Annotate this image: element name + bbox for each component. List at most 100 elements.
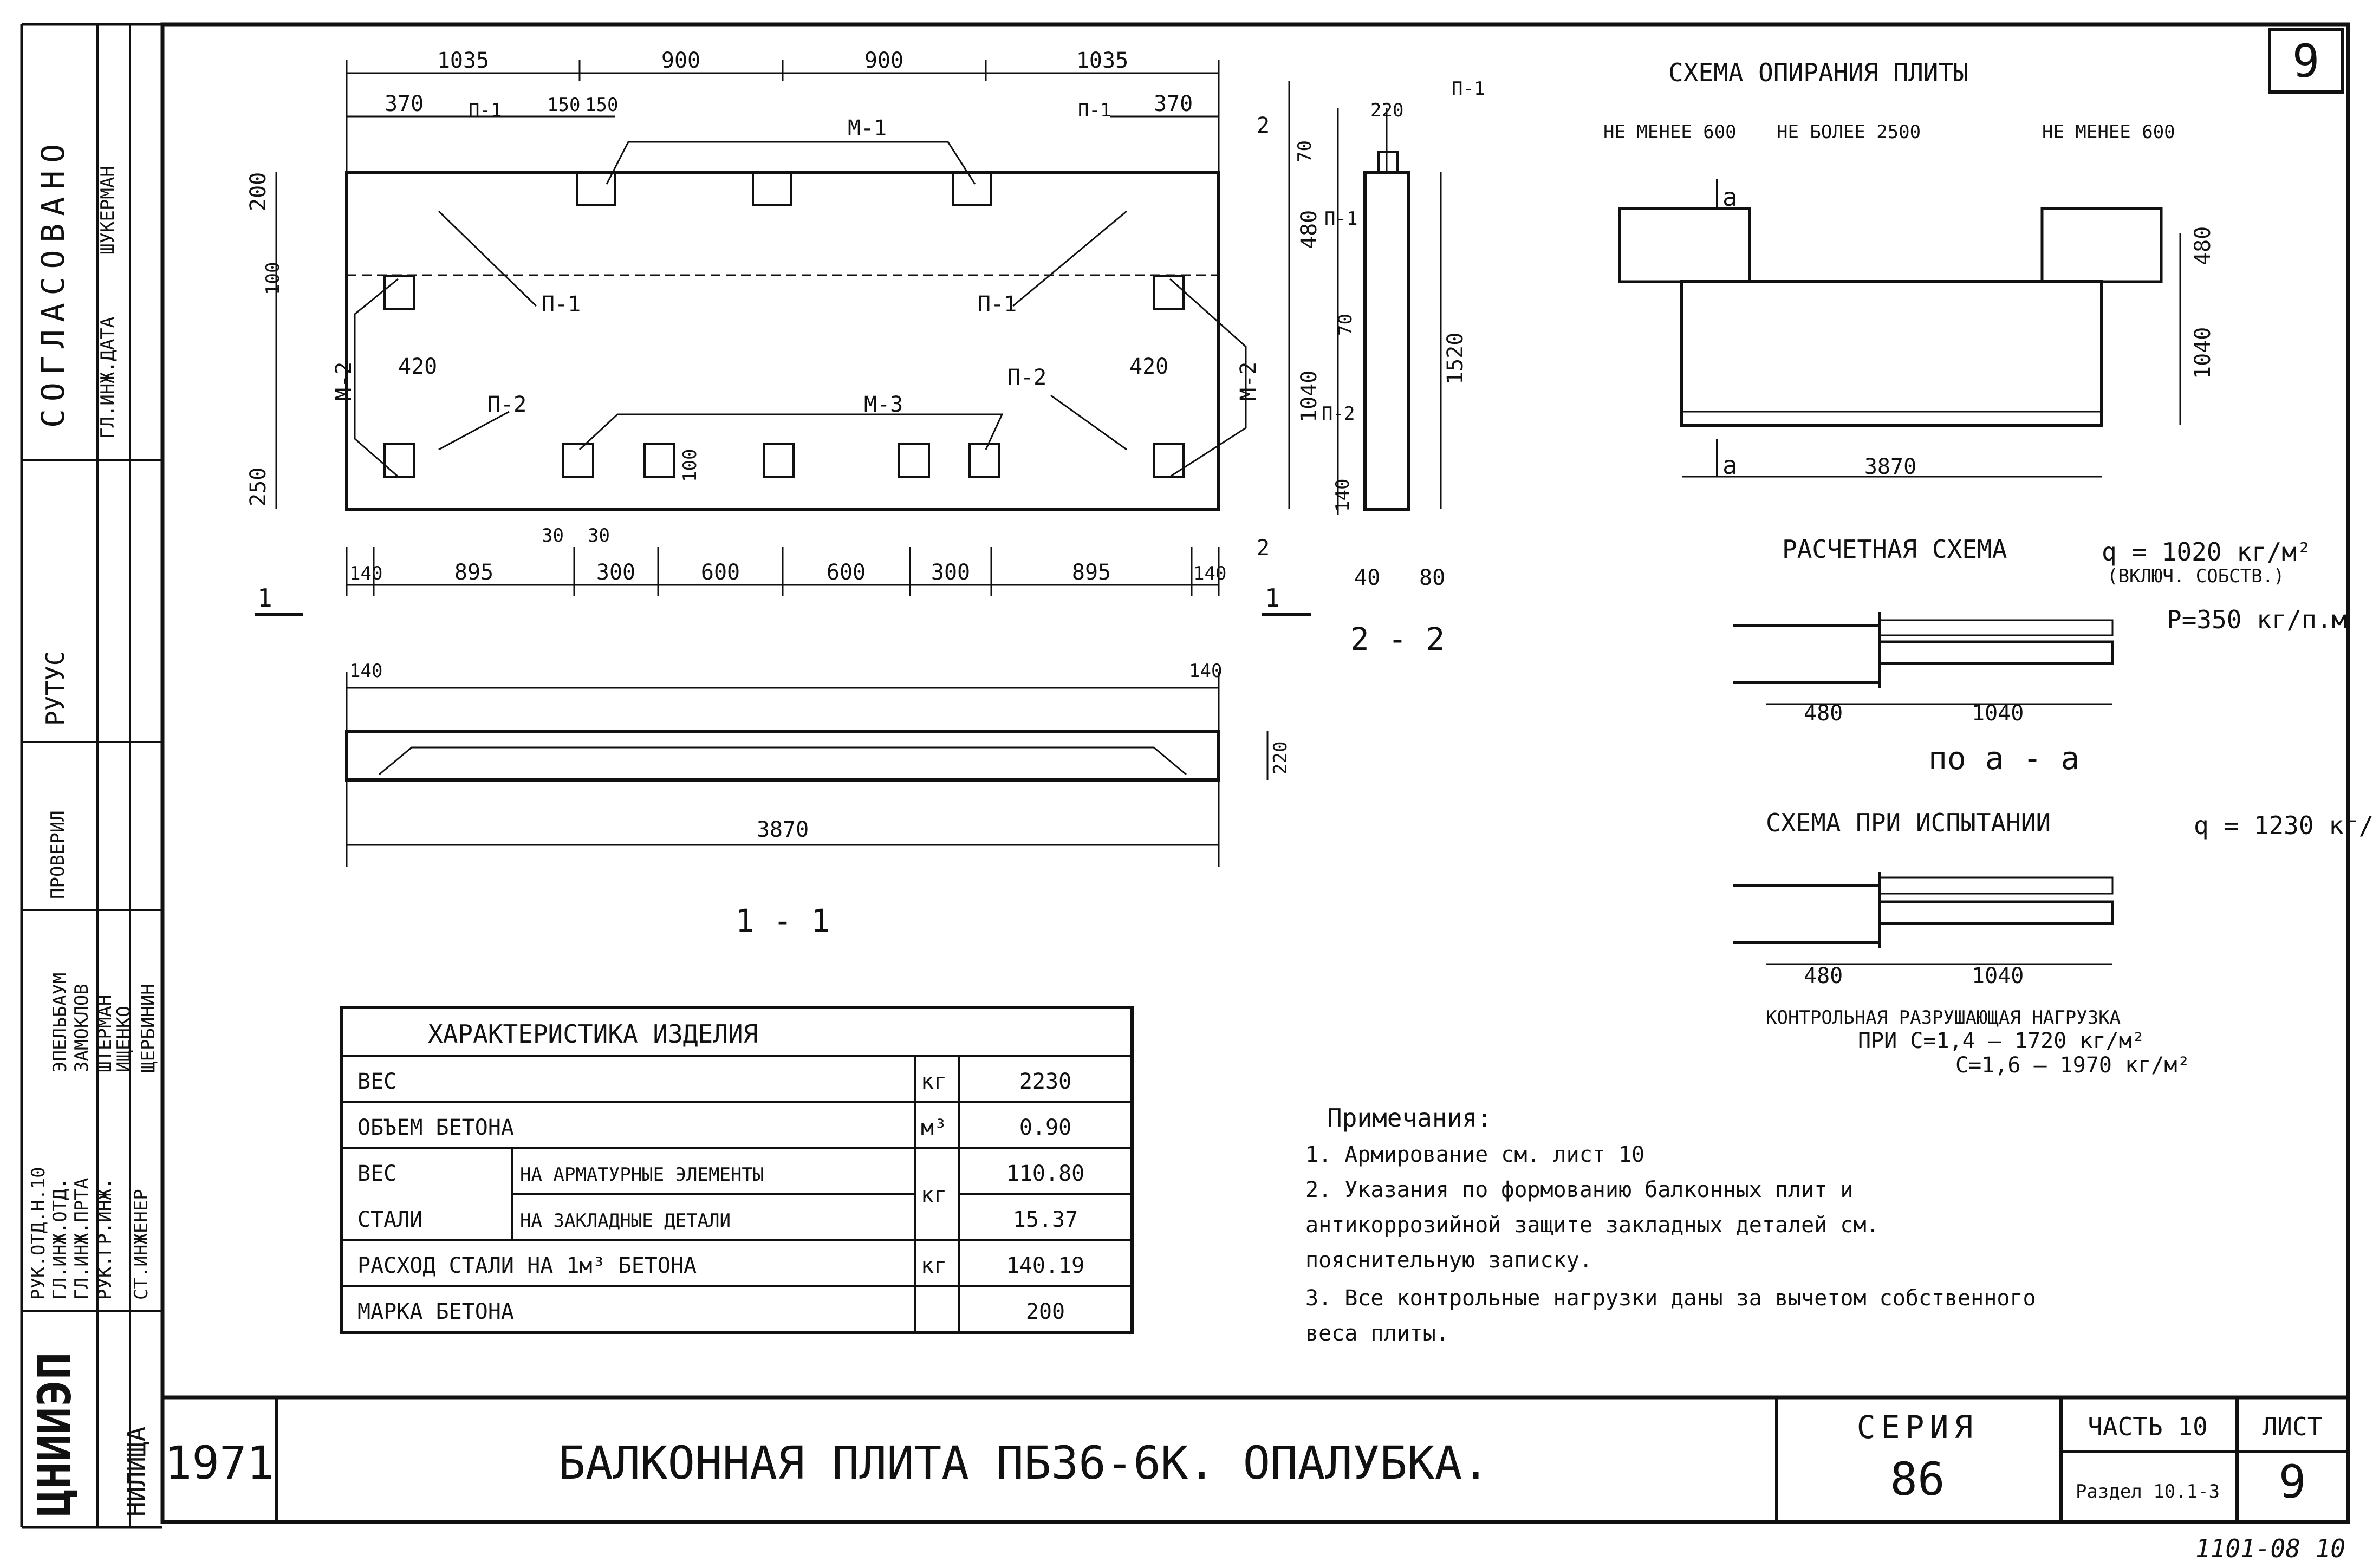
support-title: СХЕМА ОПИРАНИЯ ПЛИТЫ <box>1668 58 1968 87</box>
test-scheme: СХЕМА ПРИ ИСПЫТАНИИ q = 1230 кг/м² 480 1… <box>1733 808 2373 1078</box>
title-block: 1971 БАЛКОННАЯ ПЛИТА ПБ36-6К. ОПАЛУБКА. … <box>162 1395 2348 1563</box>
support-mark-bottom: a <box>1722 451 1738 480</box>
s22-dim-4: 140 <box>1332 479 1354 512</box>
test-dim-2: 1040 <box>1972 964 2024 988</box>
row-volume-value: 0.90 <box>1019 1115 1071 1140</box>
row-ratio-label: РАСХОД СТАЛИ НА 1м³ БЕТОНА <box>357 1253 697 1278</box>
sheet-label: ЛИСТ <box>2263 1412 2323 1441</box>
s22-dim-3: 70 <box>1335 314 1356 336</box>
plan-left-dim-3: 250 <box>246 467 271 506</box>
support-dim-3: 3870 <box>1864 454 1916 479</box>
test-note-2: ПРИ С=1,4 — 1720 кг/м² <box>1858 1029 2145 1053</box>
plan-bottom-dim-3: 300 <box>596 560 635 585</box>
stamp-checked: ПРОВЕРИЛ <box>47 810 69 899</box>
support-header-2: НЕ БОЛЕЕ 2500 <box>1777 121 1921 143</box>
s22-dim-2: 1520 <box>1443 333 1468 385</box>
plan-right-dim-2: 70 <box>1294 140 1316 162</box>
s11-dim-2: 140 <box>1189 660 1222 682</box>
plan-label-p1-left: П-1 <box>542 292 581 317</box>
s22-title: 2 - 2 <box>1350 621 1445 658</box>
plan-bottom-small-1: 30 <box>542 525 564 546</box>
row-ratio-value: 140.19 <box>1006 1253 1085 1278</box>
stamp-checked-name: РУТУС <box>41 651 70 726</box>
part-label: ЧАСТЬ 10 <box>2088 1412 2208 1441</box>
s22-dim-1: 220 <box>1370 100 1403 121</box>
s11-dim-3: 220 <box>1270 741 1291 775</box>
plan-right-dim-3: 480 <box>1297 210 1322 249</box>
plan-right-dim-4: 1040 <box>1297 370 1322 422</box>
plan-right-dim-1: 2 <box>1257 113 1270 138</box>
corner-sheet-number: 9 <box>2268 28 2344 94</box>
test-title: СХЕМА ПРИ ИСПЫТАНИИ <box>1766 808 2051 837</box>
stamp-name-2: ЗАМОКЛОВ <box>71 984 93 1072</box>
calc-q-note: (ВКЛЮЧ. СОБСТВ.) <box>2107 565 2285 587</box>
row-volume-unit: м³ <box>921 1115 947 1140</box>
calc-title: РАСЧЕТНАЯ СХЕМА <box>1782 535 2007 564</box>
s22-dim-6: 80 <box>1419 565 1445 590</box>
series-label: СЕРИЯ <box>1857 1409 1979 1446</box>
notes-title: Примечания: <box>1327 1103 1492 1133</box>
s11-dim-4: 3870 <box>757 817 809 842</box>
plan-sub-dim-right: 370 <box>1154 92 1193 116</box>
s22-dim-5: 40 <box>1354 565 1380 590</box>
stamp-name-1: ЭПЕЛЬБАУМ <box>49 973 71 1072</box>
s11-dim-1: 140 <box>349 660 382 682</box>
drawing-title: БАЛКОННАЯ ПЛИТА ПБ36-6К. ОПАЛУБКА. <box>558 1436 1489 1489</box>
calc-dim-2: 1040 <box>1972 701 2024 726</box>
svg-text:9: 9 <box>2292 35 2320 88</box>
plan-inner-dim-1: 420 <box>398 354 437 379</box>
section-2-2: 220 1520 70 140 40 80 П-1 П-1 П-2 2 - 2 <box>1322 78 1485 658</box>
plan-left-dim-1: 200 <box>246 172 271 211</box>
plan-sub-dim-1: 370 <box>385 92 424 116</box>
note-line-2: 2. Указания по формованию балконных плит… <box>1305 1177 1853 1202</box>
note-line-4: пояснительную записку. <box>1305 1248 1592 1273</box>
test-q: q = 1230 кг/м² <box>2194 811 2373 840</box>
plan-bottom-small-2: 30 <box>588 525 610 546</box>
note-line-5: 3. Все контрольные нагрузки даны за выче… <box>1305 1286 2036 1311</box>
org-sub: НИЛИЩА <box>122 1427 151 1517</box>
stamp-role-2: ГЛ.ИНЖ.ОТД. <box>49 1178 71 1300</box>
calc-scheme: РАСЧЕТНАЯ СХЕМА q = 1020 кг/м² (ВКЛЮЧ. С… <box>1733 535 2346 777</box>
support-dim-1: 480 <box>2190 226 2215 265</box>
plan-bottom-dim-1: 140 <box>349 563 382 584</box>
plan-inner-dim-2: 420 <box>1129 354 1168 379</box>
approval-stamp: СОГЛАСОВАНО ГЛ.ИНЖ.ДАТА ШУКЕРМАН РУТУС П… <box>28 136 159 1517</box>
test-note-1: КОНТРОЛЬНАЯ РАЗРУШАЮЩАЯ НАГРУЗКА <box>1766 1007 2121 1029</box>
stamp-role-4: РУК.ГР.ИНЖ. <box>94 1178 116 1300</box>
plan-bottom-dim-8: 140 <box>1193 563 1226 584</box>
calc-q: q = 1020 кг/м² <box>2102 537 2312 567</box>
plan-top-dim-2: 900 <box>661 48 700 73</box>
plan-bottom-dim-2: 895 <box>454 560 493 585</box>
s22-label-3: П-2 <box>1322 403 1355 425</box>
support-scheme: СХЕМА ОПИРАНИЯ ПЛИТЫ НЕ МЕНЕЕ 600 НЕ БОЛ… <box>1603 58 2215 480</box>
sheet-frame <box>20 22 2350 1529</box>
s11-title: 1 - 1 <box>736 902 830 939</box>
s22-label-2: П-1 <box>1324 208 1357 230</box>
org-logo: ЦНИИЭП <box>28 1352 81 1517</box>
calc-p: P=350 кг/п.м <box>2167 605 2346 634</box>
s22-label-1: П-1 <box>1452 78 1485 100</box>
calc-dim-1: 480 <box>1804 701 1843 726</box>
row-weight-unit: кг <box>921 1069 947 1094</box>
plan-left-dim-2: 100 <box>262 262 284 295</box>
plan-top-dim-4: 1035 <box>1076 48 1128 73</box>
notes: Примечания: 1. Армирование см. лист 10 2… <box>1305 1103 2036 1346</box>
stamp-head-line: ГЛ.ИНЖ.ДАТА <box>97 317 119 439</box>
plan-label-p1-top-left: П-1 <box>469 100 502 121</box>
plan-label-m3: М-3 <box>864 392 903 417</box>
stamp-role-1: РУК.ОТД.Н.10 <box>28 1167 49 1300</box>
series-value: 86 <box>1890 1453 1945 1506</box>
section-label: Раздел 10.1-3 <box>2076 1481 2220 1502</box>
sheet-value: 9 <box>2279 1455 2306 1508</box>
row-steel-rebar-value: 110.80 <box>1006 1161 1085 1186</box>
plan-right-dim-5: 2 <box>1257 536 1270 561</box>
row-grade-value: 200 <box>1026 1299 1065 1324</box>
section-1-1: 140 140 220 3870 1 - 1 <box>345 660 1291 939</box>
test-note-3: С=1,6 — 1970 кг/м² <box>1955 1053 2190 1078</box>
stamp-role-3: ГЛ.ИНЖ.ПРТА <box>71 1178 93 1300</box>
support-header-1: НЕ МЕНЕЕ 600 <box>1603 121 1737 143</box>
row-steel-embed-sub: НА ЗАКЛАДНЫЕ ДЕТАЛИ <box>520 1210 731 1232</box>
row-grade-label: МАРКА БЕТОНА <box>357 1299 514 1324</box>
row-weight-label: ВЕС <box>357 1069 396 1094</box>
